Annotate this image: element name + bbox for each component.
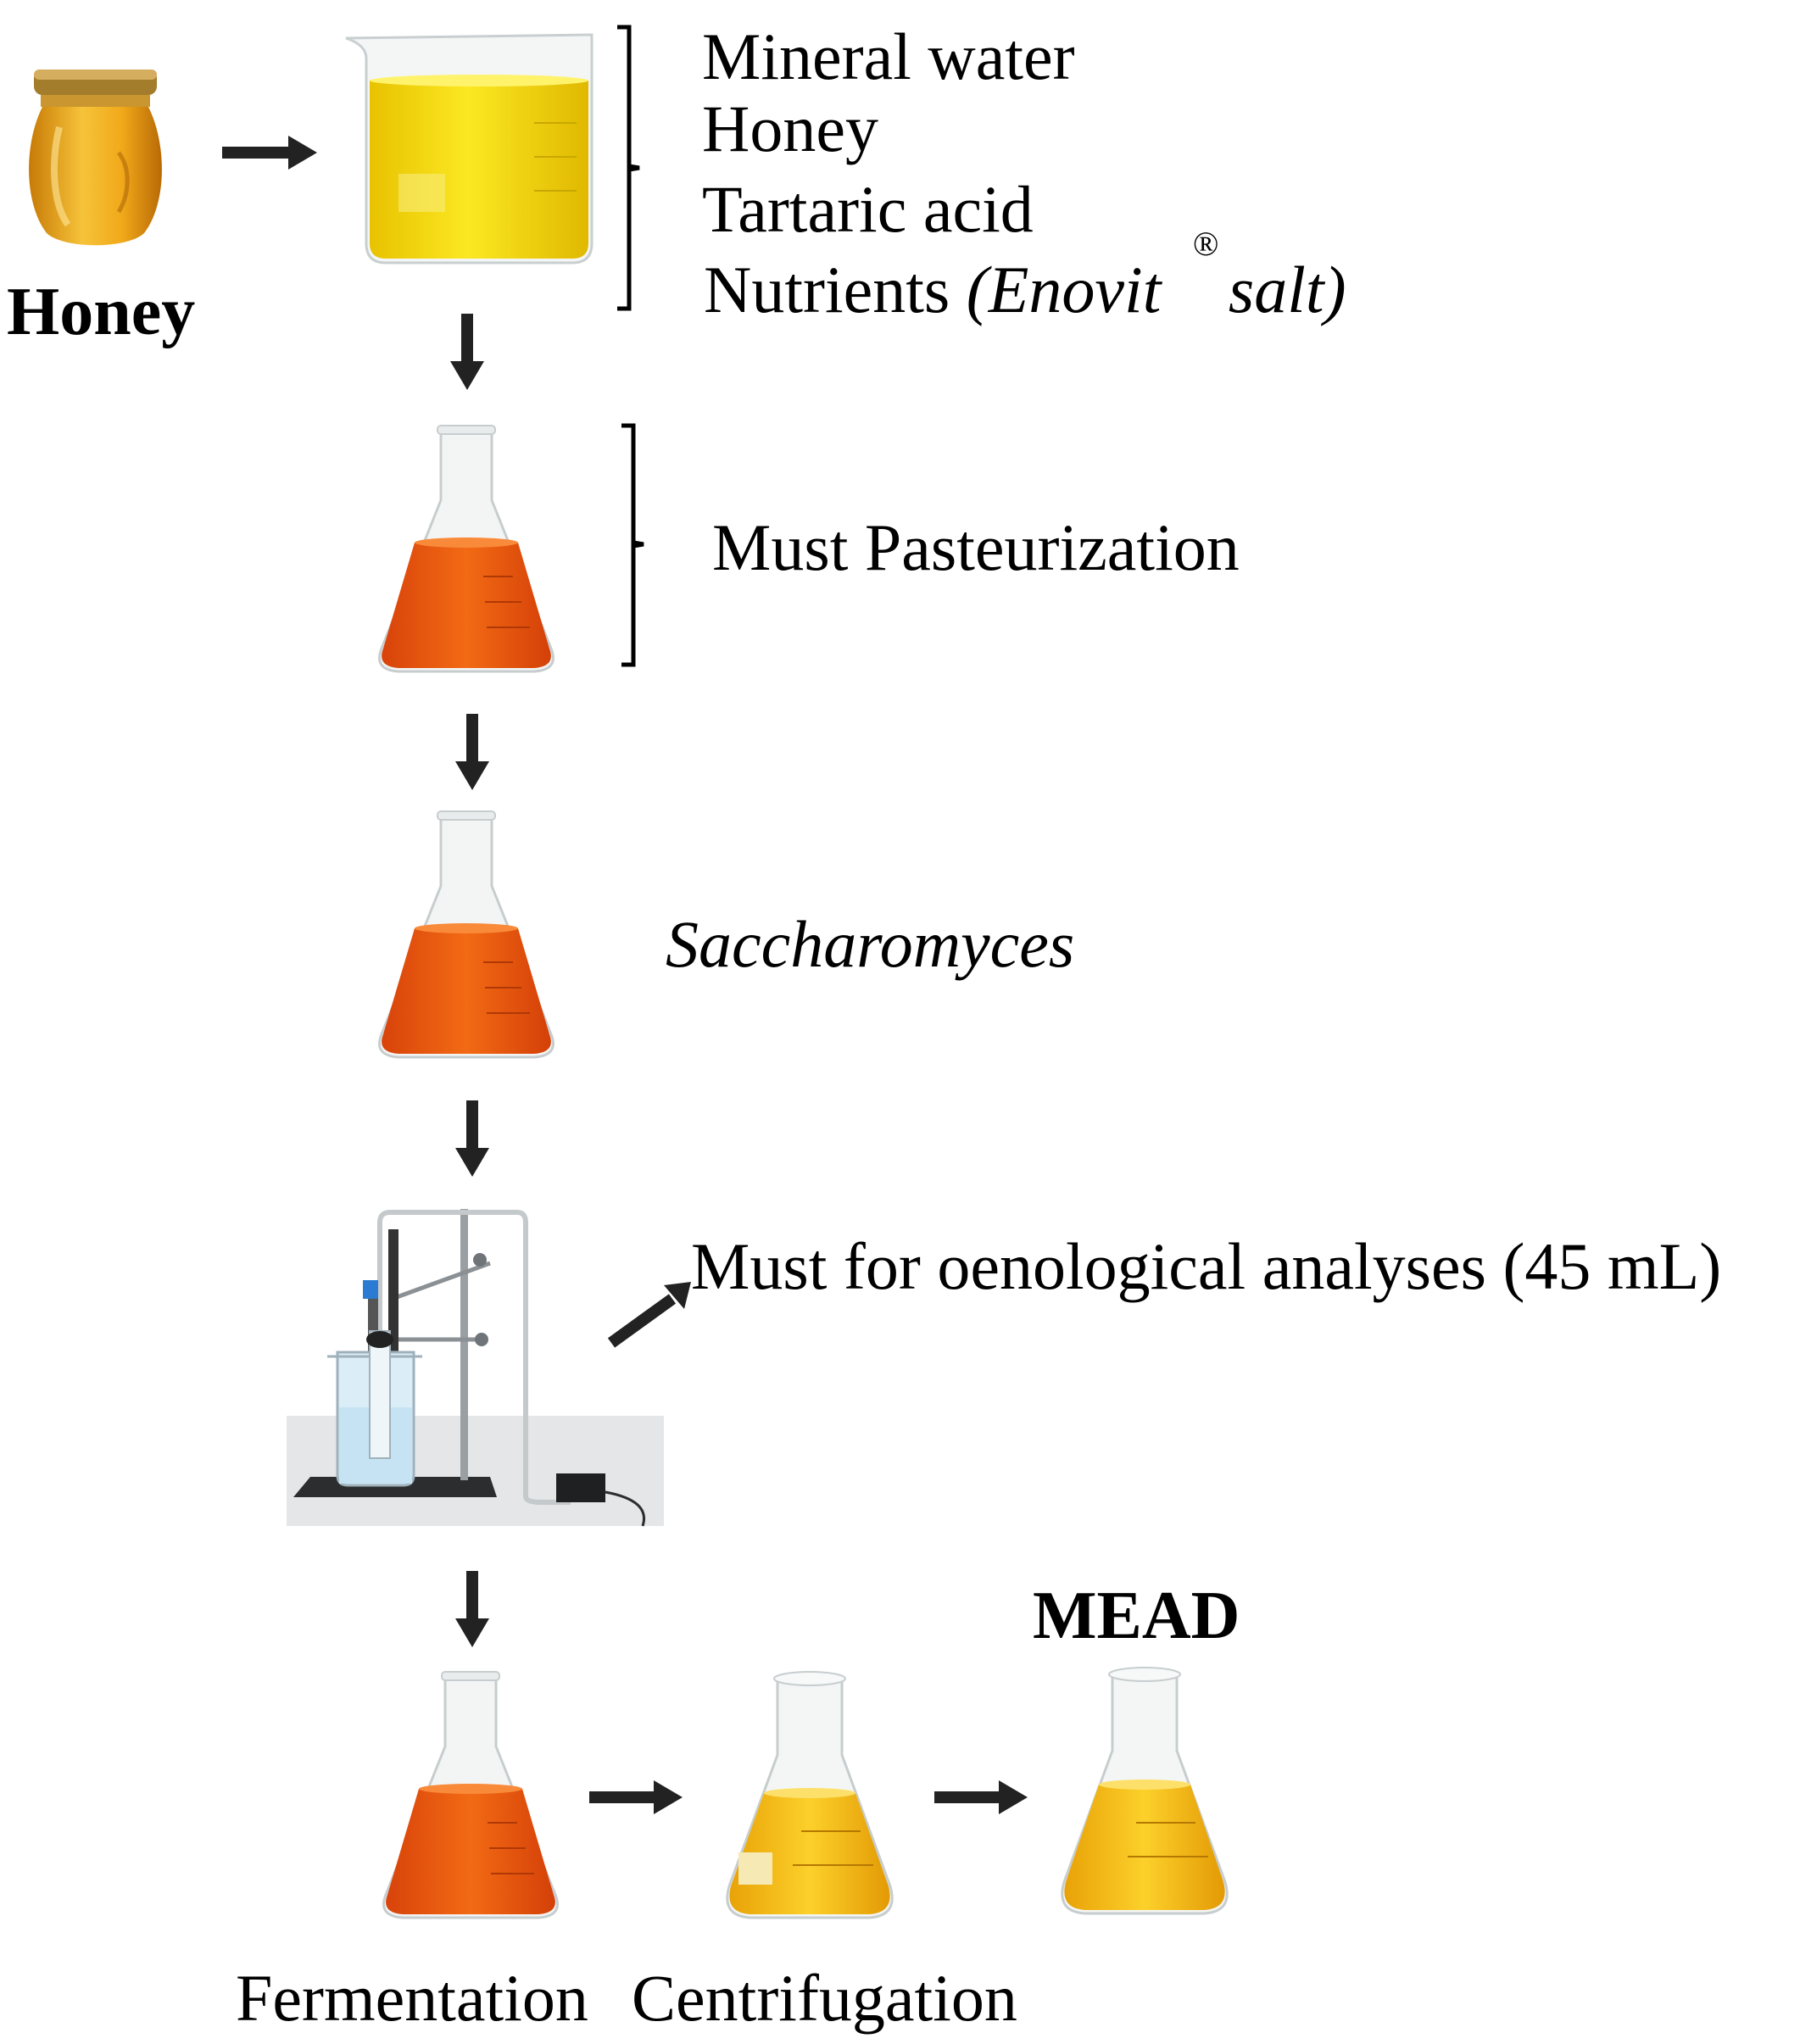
erlenmeyer-flask-icon [716,1670,903,1924]
arrow-icon [455,1571,489,1647]
pasteurization-bracket [615,422,649,668]
ingredient-nutrients: Nutrients (Enovit salt) [704,257,1346,323]
erlenmeyer-flask-icon [360,1670,581,1924]
arrow-icon [606,1280,691,1348]
arrow-icon [934,1780,1028,1814]
nutrients-product: (Enovit [966,253,1162,326]
ingredients-bracket [610,24,644,312]
mead-label: MEAD [1033,1579,1240,1653]
fermentation-label: Fermentation [236,1961,588,2035]
erlenmeyer-flask-icon [1051,1666,1238,1920]
erlenmeyer-flask-icon [356,424,577,678]
honey-label: Honey [7,275,196,349]
honey-jar-icon [25,59,165,250]
arrow-icon [455,714,489,790]
saccharomyces-label: Saccharomyces [666,907,1075,981]
arrow-icon [222,136,317,170]
registered-mark: ® [1193,225,1219,263]
ingredient-tartaric-acid: Tartaric acid [702,172,1034,246]
erlenmeyer-flask-icon [356,810,577,1064]
nutrients-close: salt) [1212,253,1346,326]
nutrients-prefix: Nutrients [704,253,967,326]
must-pasteurization-label: Must Pasteurization [712,510,1240,584]
ingredient-mineral-water: Mineral water [702,19,1075,93]
ingredient-honey: Honey [702,92,878,165]
arrow-icon [455,1100,489,1177]
beaker-icon [322,21,610,267]
centrifugation-label: Centrifugation [632,1961,1017,2035]
arrow-icon [450,314,484,390]
oenological-analyses-label: Must for oenological analyses (45 mL) [691,1229,1722,1303]
lab-stand-apparatus-icon [287,1204,664,1527]
arrow-icon [589,1780,683,1814]
